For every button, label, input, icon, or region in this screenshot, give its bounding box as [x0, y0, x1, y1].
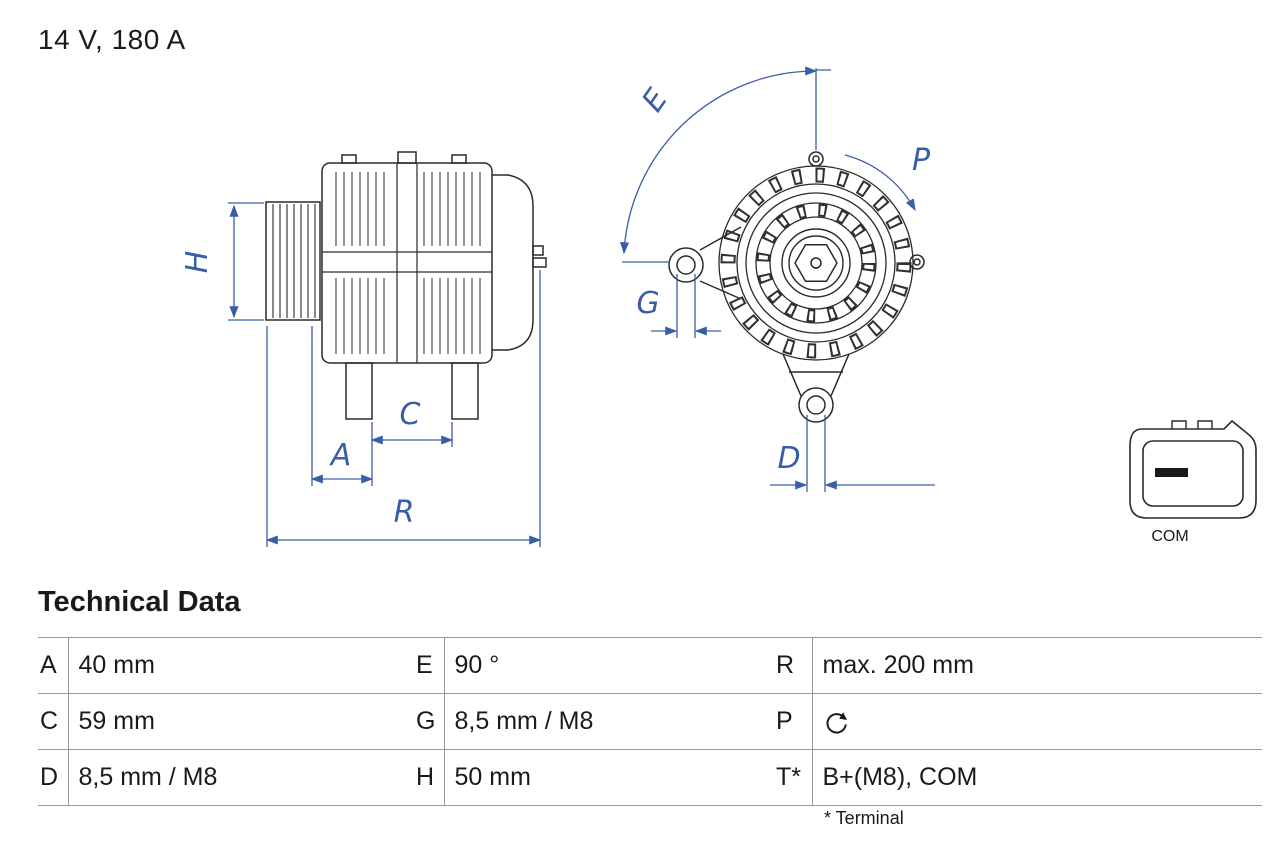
- spec-key: A: [38, 637, 69, 694]
- product-rating: 14 V, 180 A: [38, 24, 186, 55]
- spec-key: R: [774, 637, 813, 694]
- spec-key: H: [414, 749, 445, 806]
- spec-key: C: [38, 693, 69, 750]
- side-view-drawing: [265, 151, 547, 420]
- spec-value: 50 mm: [444, 749, 774, 806]
- connector-label: COM: [1151, 528, 1188, 545]
- spec-value: max. 200 mm: [812, 637, 1262, 694]
- rotation-direction-icon: [826, 712, 847, 734]
- spec-value: 40 mm: [68, 637, 414, 694]
- spec-key: P: [774, 693, 813, 750]
- terminal-footnote: * Terminal: [824, 808, 904, 828]
- spec-value: 59 mm: [68, 693, 414, 750]
- front-view-drawing: [668, 151, 925, 423]
- dimension-labels: H A C R E G D P: [180, 83, 931, 530]
- spec-value: 8,5 mm / M8: [68, 749, 414, 806]
- spec-value: B+(M8), COM: [812, 749, 1262, 806]
- dim-label-a: A: [329, 438, 352, 473]
- dim-label-p: P: [912, 143, 931, 178]
- spec-key: G: [414, 693, 445, 750]
- dim-label-c: C: [400, 397, 421, 432]
- connector-terminal-blade: [1155, 468, 1188, 477]
- dim-label-e: E: [635, 83, 675, 119]
- dim-label-r: R: [394, 495, 415, 530]
- dim-label-h: H: [180, 251, 215, 274]
- dim-label-g: G: [636, 286, 659, 321]
- alternator-drawing: H A C R E G D P COM: [180, 66, 1257, 547]
- spec-key: T*: [774, 749, 813, 806]
- spec-value: 90 °: [444, 637, 774, 694]
- connector-drawing: [1129, 419, 1257, 519]
- side-view-dimension-lines: [228, 202, 542, 547]
- spec-key: D: [38, 749, 69, 806]
- dim-label-d: D: [777, 441, 800, 476]
- spec-value: 8,5 mm / M8: [444, 693, 774, 750]
- spec-value-icon: [812, 693, 1262, 750]
- spec-key: E: [414, 637, 445, 694]
- front-view-dimension-lines: [620, 66, 935, 492]
- technical-data-title: Technical Data: [38, 586, 241, 618]
